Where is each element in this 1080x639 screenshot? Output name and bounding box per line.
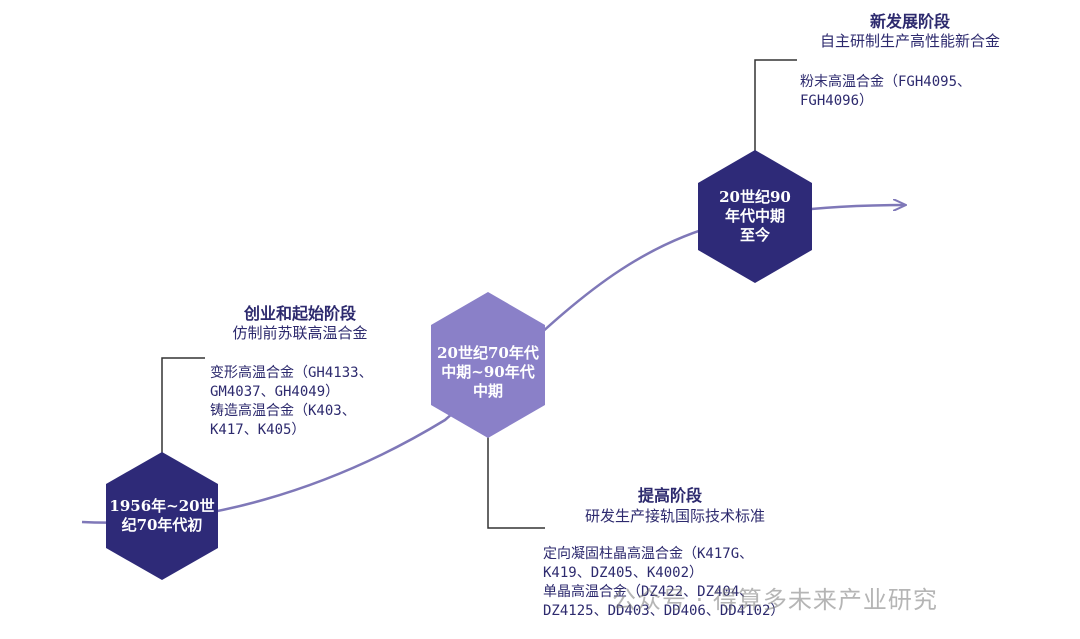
stage3-details: 粉末高温合金（FGH4095、 FGH4096） [800,74,972,109]
stage2-details: 定向凝固柱晶高温合金（K417G、 K419、DZ405、K4002） 单晶高温… [543,546,785,619]
period-line: 20世纪70年代 [437,344,539,362]
hexagon-stage2 [431,292,545,438]
period-label-stage2: 20世纪70年代 中期~90年代 中期 [431,344,545,401]
period-line: 中期~90年代 [441,363,535,381]
stage1-details: 变形高温合金（GH4133、 GM4037、GH4049） 铸造高温合金（K40… [210,365,373,438]
stage2-subtitle: 研发生产接轨国际技术标准 [584,507,765,525]
period-line: 纪70年代初 [121,516,203,534]
hexagon-stage1 [106,452,218,580]
period-line: 1956年~20世 [109,497,215,515]
period-line: 中期 [472,382,503,400]
stage2-title: 提高阶段 [637,486,702,505]
stage1-title: 创业和起始阶段 [243,304,356,323]
period-line: 至今 [739,226,770,244]
period-label-stage3: 20世纪90 年代中期 至今 [698,188,812,245]
period-line: 年代中期 [724,207,785,225]
connector-stage1 [161,357,205,455]
connector-stage2 [487,430,545,529]
period-label-stage1: 1956年~20世 纪70年代初 [106,497,218,535]
watermark: 公众号 · 得算多未来产业研究 [612,586,938,614]
period-line: 20世纪90 [719,188,791,206]
stage1-subtitle: 仿制前苏联高温合金 [232,324,368,342]
connector-stage3 [754,59,797,160]
hexagon-stage3 [698,150,812,283]
stage3-title: 新发展阶段 [869,12,950,31]
stage3-subtitle: 自主研制生产高性能新合金 [819,32,1000,50]
